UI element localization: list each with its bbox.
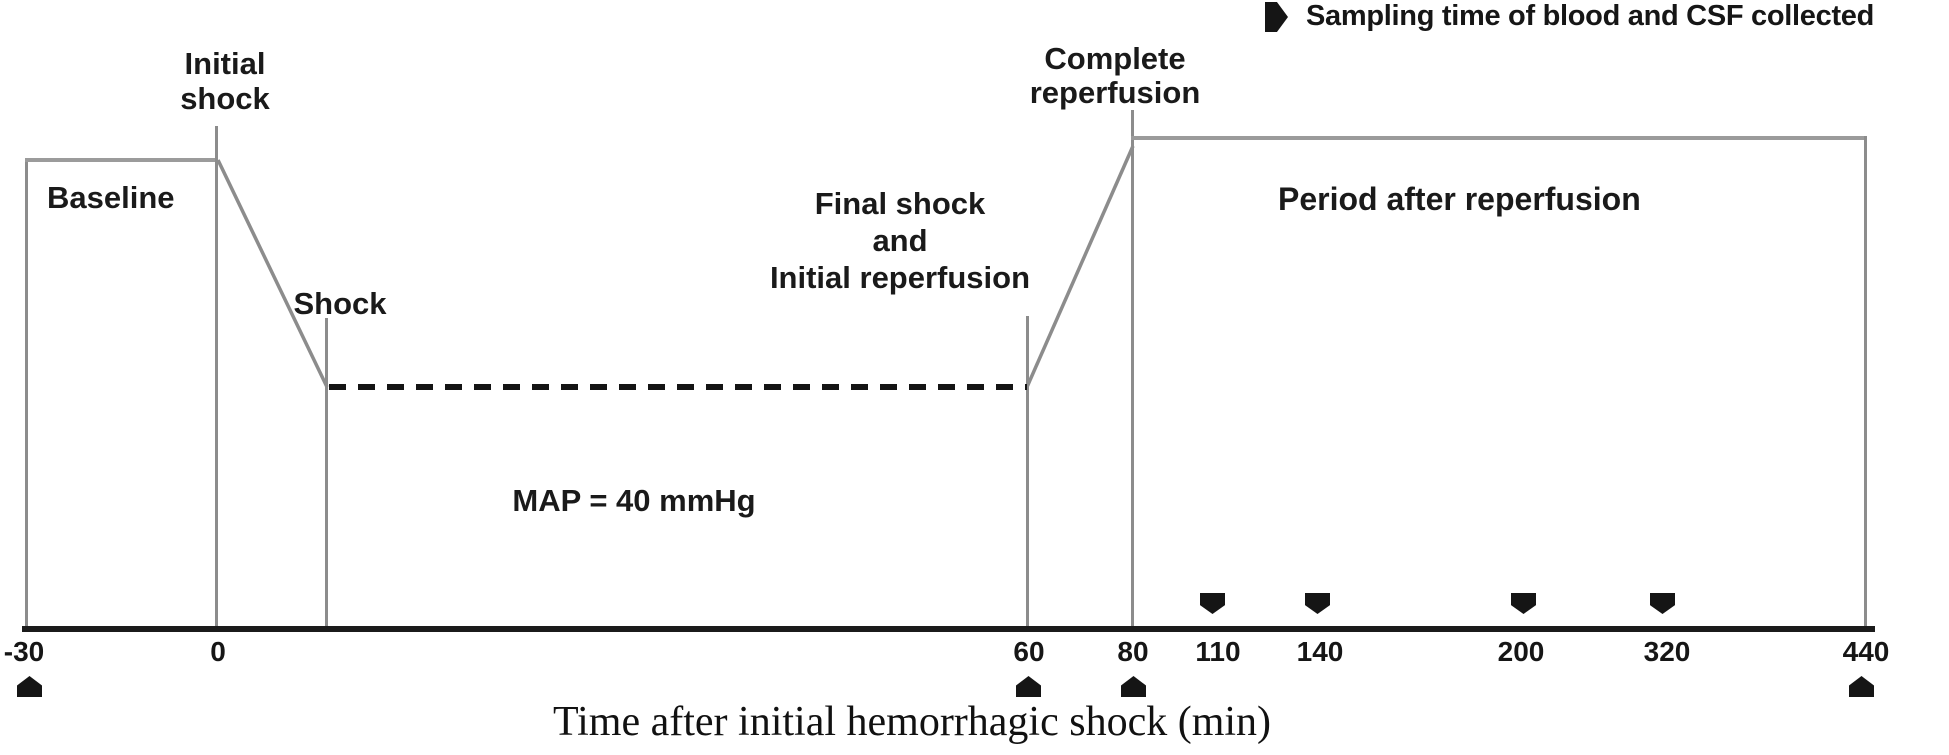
- final-shock-label-line1: Final shock: [814, 186, 986, 221]
- period-after-reperfusion-label: Period after reperfusion: [1278, 181, 1641, 217]
- sampling-marker-down-110-icon: [1200, 593, 1225, 614]
- shock-tick-line: [325, 318, 328, 626]
- tick-label-60: 60: [1013, 636, 1045, 667]
- sampling-marker-down-320-icon: [1650, 593, 1675, 614]
- complete-reperfusion-label-line1: Complete: [1044, 41, 1186, 76]
- tick-label-140: 140: [1296, 636, 1344, 667]
- reperfusion-right-line: [1864, 136, 1867, 626]
- time-axis-line: [22, 626, 1875, 632]
- sampling-marker-down-140-icon: [1305, 593, 1330, 614]
- sampling-marker-up-80-icon: [1121, 676, 1146, 697]
- tick-label-440: 440: [1842, 636, 1890, 667]
- tick-label-80: 80: [1117, 636, 1149, 667]
- sampling-marker-right-icon: [1265, 2, 1288, 32]
- axis-title: Time after initial hemorrhagic shock (mi…: [552, 699, 1272, 745]
- complete-reperfusion-label-line2: reperfusion: [1029, 75, 1201, 110]
- initial-shock-label-line2: shock: [180, 81, 270, 116]
- baseline-left-line: [25, 158, 28, 626]
- final-shock-tick-line: [1026, 316, 1029, 626]
- tick-label-0: 0: [210, 636, 226, 667]
- map-plateau-dashed-line: [329, 384, 1027, 390]
- map-level-label: MAP = 40 mmHg: [512, 483, 756, 518]
- tick-label-110: 110: [1195, 636, 1241, 667]
- baseline-label: Baseline: [47, 180, 175, 215]
- complete-reperfusion-line: [1131, 110, 1134, 626]
- complete-reperfusion-label: Complete reperfusion: [1015, 42, 1215, 110]
- final-shock-label-line2: and: [872, 223, 928, 258]
- final-shock-label: Final shock and Initial reperfusion: [750, 185, 1050, 296]
- final-shock-label-line3: Initial reperfusion: [769, 260, 1031, 295]
- initial-shock-line: [215, 126, 218, 626]
- sampling-marker-down-200-icon: [1511, 593, 1536, 614]
- tick-label-320: 320: [1643, 636, 1691, 667]
- initial-shock-label-line1: Initial: [184, 46, 266, 81]
- hemorrhage-drop-diagonal-line: [216, 159, 329, 388]
- initial-shock-label: Initial shock: [125, 46, 325, 116]
- sampling-marker-up-440-icon: [1849, 676, 1874, 697]
- shock-label: Shock: [293, 286, 387, 321]
- sampling-marker-up-minus30-icon: [17, 676, 42, 697]
- sampling-marker-up-60-icon: [1016, 676, 1041, 697]
- tick-label-200: 200: [1497, 636, 1545, 667]
- baseline-top-line: [25, 158, 218, 162]
- tick-label-minus30: -30: [3, 636, 45, 667]
- reperfusion-top-line: [1131, 136, 1867, 140]
- legend-label: Sampling time of blood and CSF collected: [1306, 0, 1875, 32]
